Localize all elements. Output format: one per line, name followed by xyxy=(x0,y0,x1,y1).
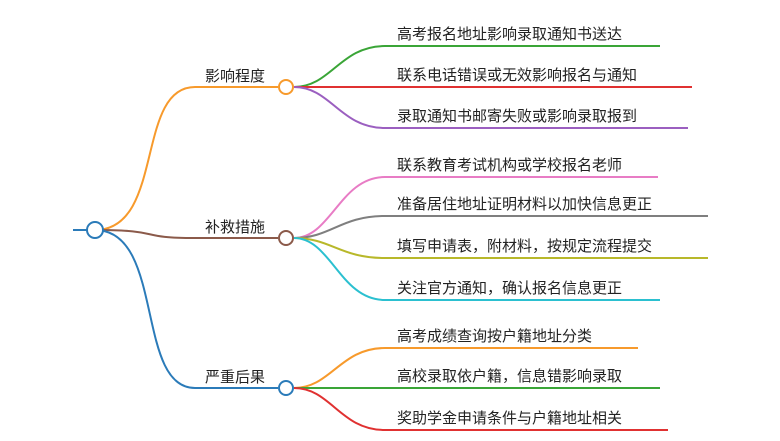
leaf-edge-1-2 xyxy=(293,237,708,259)
mindmap-nodes xyxy=(86,79,294,396)
branch-edge-0 xyxy=(94,86,278,231)
leaf-edge-2-0 xyxy=(293,347,638,389)
branch-node-2[interactable] xyxy=(278,380,294,396)
leaf-label-2-2: 奖助学金申请条件与户籍地址相关 xyxy=(397,409,622,427)
branch-edge-1 xyxy=(94,229,278,239)
branch-edge-2 xyxy=(94,229,278,389)
branch-label-0: 影响程度 xyxy=(205,67,265,85)
leaf-label-1-3: 关注官方通知，确认报名信息更正 xyxy=(397,279,622,297)
leaf-label-1-2: 填写申请表，附材料，按规定流程提交 xyxy=(397,237,652,255)
leaf-edge-1-1 xyxy=(293,215,708,239)
branch-label-2: 严重后果 xyxy=(205,368,265,386)
leaf-edge-0-0 xyxy=(293,45,660,88)
leaf-edge-1-3 xyxy=(293,237,660,301)
leaf-edge-0-2 xyxy=(293,86,688,129)
leaf-edge-2-2 xyxy=(293,387,668,431)
branch-node-0[interactable] xyxy=(278,79,294,95)
leaf-label-1-0: 联系教育考试机构或学校报名老师 xyxy=(397,156,622,174)
branch-node-1[interactable] xyxy=(278,230,294,246)
branch-label-1: 补救措施 xyxy=(205,218,265,236)
leaf-label-0-2: 录取通知书邮寄失败或影响录取报到 xyxy=(397,107,637,125)
leaf-label-0-1: 联系电话错误或无效影响报名与通知 xyxy=(397,66,637,84)
leaf-label-0-0: 高考报名地址影响录取通知书送达 xyxy=(397,25,622,43)
mindmap-labels: 影响程度 高考报名地址影响录取通知书送达联系电话错误或无效影响报名与通知录取通知书… xyxy=(205,25,652,427)
leaf-label-2-1: 高校录取依户籍，信息错影响录取 xyxy=(397,367,622,385)
leaf-edge-1-0 xyxy=(293,176,658,239)
leaf-label-1-1: 准备居住地址证明材料以加快信息更正 xyxy=(397,195,652,213)
mindmap-edges xyxy=(73,45,708,431)
leaf-label-2-0: 高考成绩查询按户籍地址分类 xyxy=(397,327,592,345)
root-node[interactable] xyxy=(86,221,104,239)
